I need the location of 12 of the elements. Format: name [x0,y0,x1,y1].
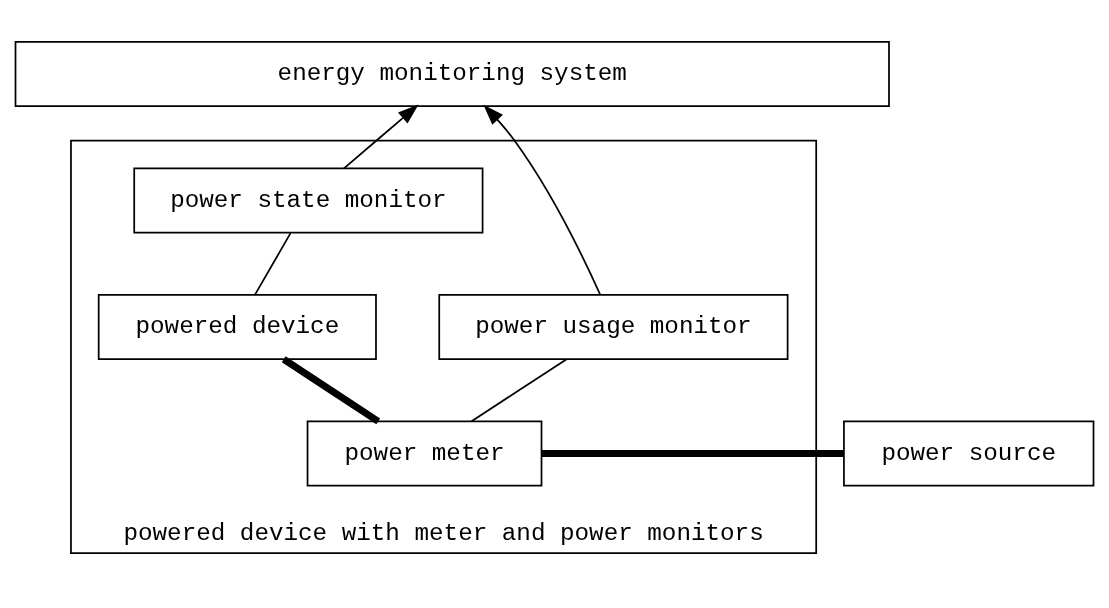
node-box: powered device [97,293,377,360]
connector [541,449,844,457]
node-box: power usage monitor [438,293,789,360]
node-box: power meter [306,420,543,486]
node-box: power source [843,420,1095,486]
node-box: power state monitor [133,167,484,233]
arrow [343,104,419,169]
arrow [483,104,601,295]
connector [281,355,381,424]
connector [254,231,292,296]
node-box: energy monitoring system [14,40,890,107]
connector [470,357,568,422]
